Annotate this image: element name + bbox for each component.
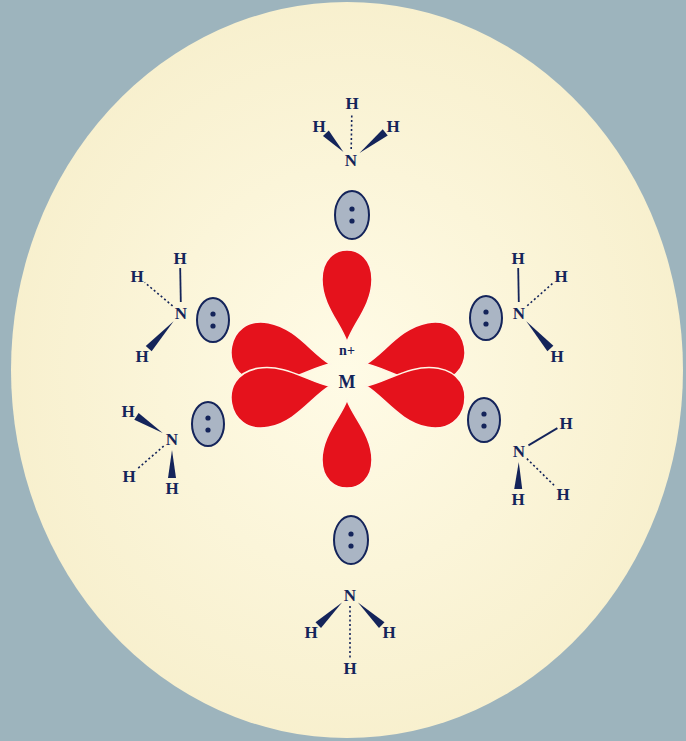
electron-dot	[481, 423, 486, 428]
atom-symbol: H	[121, 403, 134, 420]
wedge-bond	[134, 413, 162, 433]
electron-dot	[210, 311, 215, 316]
hashed-bond	[527, 459, 556, 487]
lone-pair-ellipse	[334, 516, 368, 564]
atom-symbol: H	[173, 250, 186, 267]
lone-pair	[192, 402, 224, 446]
orbital-lobe	[361, 356, 470, 432]
hashed-bond	[145, 282, 173, 305]
hashed-bond	[349, 606, 351, 658]
atom-symbol: H	[382, 624, 395, 641]
wedge-bond	[323, 131, 344, 152]
electron-dot	[348, 531, 353, 536]
wedge-bond	[526, 321, 553, 351]
atom-symbol: H	[386, 118, 399, 135]
atom-symbol: H	[165, 480, 178, 497]
atom-symbol: N	[166, 431, 178, 448]
atom-symbol: H	[556, 486, 569, 503]
orbital-lobe	[322, 400, 372, 488]
single-bond	[179, 268, 181, 302]
lone-pair-ellipse	[468, 398, 500, 442]
atom-symbol: N	[345, 152, 357, 169]
electron-dot	[349, 206, 354, 211]
single-bond	[517, 268, 519, 302]
lone-pair-ellipse	[192, 402, 224, 446]
lone-pair	[335, 191, 369, 239]
atom-symbol: N	[344, 587, 356, 604]
atom-symbol: N	[175, 305, 187, 322]
wedge-bond	[514, 462, 522, 489]
hashed-bond	[137, 446, 164, 469]
atom-symbol: N	[513, 305, 525, 322]
atom-symbol: H	[312, 118, 325, 135]
wedge-bond	[316, 603, 343, 628]
lone-pair-ellipse	[470, 296, 502, 340]
bonds	[134, 113, 557, 658]
electron-dot	[481, 411, 486, 416]
atom-symbol: H	[345, 95, 358, 112]
atom-symbol: H	[130, 268, 143, 285]
hashed-bond	[350, 113, 352, 149]
orbital-lobe	[226, 356, 335, 432]
single-bond	[528, 428, 557, 445]
wedge-bond	[168, 450, 176, 478]
background-circle	[11, 2, 683, 738]
atom-symbol: H	[304, 624, 317, 641]
electron-dot	[210, 323, 215, 328]
lone-pair	[468, 398, 500, 442]
lone-pairs	[192, 191, 502, 564]
atom-symbol: H	[135, 348, 148, 365]
d-orbital	[226, 250, 469, 488]
electron-dot	[483, 309, 488, 314]
wedge-bond	[146, 321, 174, 351]
atom-symbol: H	[511, 250, 524, 267]
metal-symbol: M	[339, 373, 356, 391]
hashed-bond	[527, 283, 553, 306]
electron-dot	[483, 321, 488, 326]
orbital-lobe	[322, 250, 372, 342]
atom-symbol: H	[511, 491, 524, 508]
electron-dot	[205, 427, 210, 432]
lone-pair	[470, 296, 502, 340]
electron-dot	[348, 543, 353, 548]
lone-pair-ellipse	[197, 298, 229, 342]
atom-symbol: H	[554, 268, 567, 285]
atom-symbol: H	[343, 660, 356, 677]
atom-symbol: H	[559, 415, 572, 432]
electron-dot	[205, 415, 210, 420]
wedge-bond	[360, 129, 388, 153]
lone-pair-ellipse	[335, 191, 369, 239]
lone-pair	[334, 516, 368, 564]
atom-symbol: N	[513, 443, 525, 460]
wedge-bond	[358, 603, 385, 628]
atom-symbol: H	[122, 468, 135, 485]
charge-label: n+	[339, 344, 355, 358]
electron-dot	[349, 218, 354, 223]
lone-pair	[197, 298, 229, 342]
atom-symbol: H	[550, 348, 563, 365]
